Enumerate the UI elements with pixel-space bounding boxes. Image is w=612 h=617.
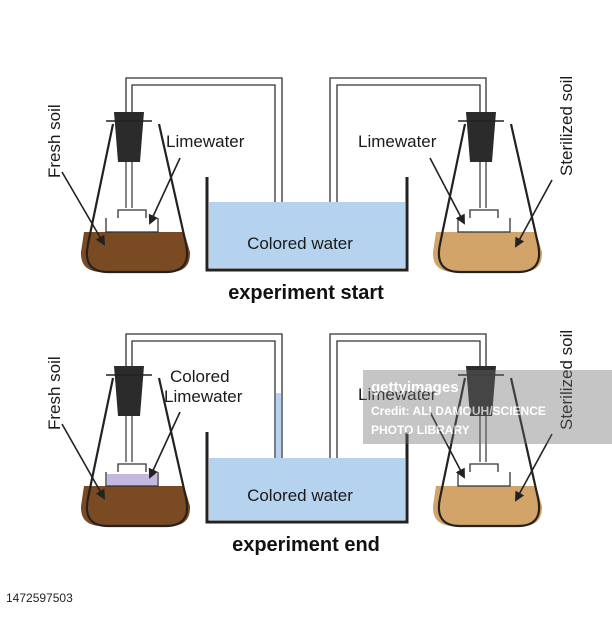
watermark-credit-line1: Credit: ALI DAMOUH/SCIENCE: [371, 404, 546, 418]
risen-water-in-tube: [275, 393, 282, 460]
connecting-tube-left: [125, 77, 283, 206]
water-tank: [205, 432, 409, 524]
sterilized-soil: [432, 232, 543, 272]
caption-experiment-end: experiment end: [232, 534, 380, 556]
connecting-tube-right: [329, 77, 487, 206]
label-limewater-line2: Limewater: [164, 387, 243, 406]
stopper: [114, 366, 144, 416]
stopper: [466, 366, 496, 416]
flask-outline: [437, 123, 541, 274]
label-arrows: [61, 157, 553, 248]
label-colored-water: Colored water: [247, 486, 353, 505]
connecting-tube-right: [329, 333, 487, 460]
right-flask-sterilized-soil: [432, 112, 543, 274]
label-arrows: [61, 411, 553, 502]
panel-experiment-start: Fresh soil Limewater Limewater Sterilize…: [45, 76, 576, 304]
flask-outline: [85, 123, 189, 274]
label-colored-line1: Colored: [170, 367, 230, 386]
label-fresh-soil: Fresh soil: [45, 356, 64, 430]
watermark-credit-line2: PHOTO LIBRARY: [371, 423, 470, 437]
limewater-dish: [105, 209, 159, 233]
label-fresh-soil: Fresh soil: [45, 104, 64, 178]
label-colored-water: Colored water: [247, 234, 353, 253]
right-flask-sterilized-soil: [432, 366, 543, 528]
fresh-soil: [80, 486, 191, 526]
connecting-tube-left: [125, 333, 283, 460]
colored-limewater-dish: [105, 463, 159, 487]
caption-experiment-start: experiment start: [228, 282, 384, 304]
flask-outline: [437, 377, 541, 528]
label-sterilized-soil: Sterilized soil: [557, 330, 576, 430]
label-limewater-right: Limewater: [358, 385, 437, 404]
label-sterilized-soil: Sterilized soil: [557, 76, 576, 176]
watermark-title: gettyimages: [371, 379, 459, 396]
stopper: [114, 112, 144, 162]
stopper: [466, 112, 496, 162]
label-limewater-right: Limewater: [358, 132, 437, 151]
sterilized-soil: [432, 486, 543, 526]
fresh-soil: [80, 232, 191, 272]
limewater-dish: [457, 463, 511, 487]
flask-outline: [85, 377, 189, 528]
left-flask-fresh-soil: [80, 366, 191, 528]
water-tank: [205, 177, 409, 272]
watermark: gettyimages Credit: ALI DAMOUH/SCIENCE P…: [363, 370, 612, 444]
panel-experiment-end: Fresh soil Colored Limewater Limewater S…: [45, 330, 576, 556]
colored-water: [209, 458, 405, 520]
left-flask-fresh-soil: [80, 112, 191, 274]
colored-water: [209, 202, 405, 268]
label-limewater-left: Limewater: [166, 132, 245, 151]
limewater-dish: [457, 209, 511, 233]
image-id: 1472597503: [6, 591, 73, 605]
